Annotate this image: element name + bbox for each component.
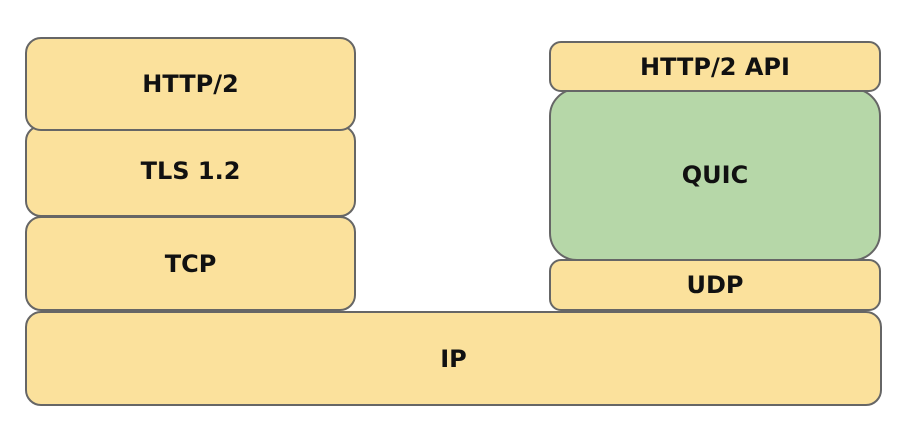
quic-layer-label: QUIC (681, 160, 749, 189)
tls-layer-box: TLS 1.2 (25, 125, 356, 217)
tcp-layer-box: TCP (25, 216, 356, 311)
ip-layer-label: IP (440, 344, 467, 373)
udp-layer-label: UDP (686, 271, 744, 299)
http2-layer-label: HTTP/2 (142, 70, 239, 98)
quic-layer-box: QUIC (549, 88, 881, 261)
http2-layer-box: HTTP/2 (25, 37, 356, 131)
http2-api-layer-box: HTTP/2 API (549, 41, 881, 92)
tls-layer-label: TLS 1.2 (140, 157, 241, 185)
ip-layer-box: IP (25, 311, 882, 406)
tcp-layer-label: TCP (164, 249, 217, 278)
udp-layer-box: UDP (549, 259, 881, 311)
http2-api-layer-label: HTTP/2 API (640, 52, 790, 81)
